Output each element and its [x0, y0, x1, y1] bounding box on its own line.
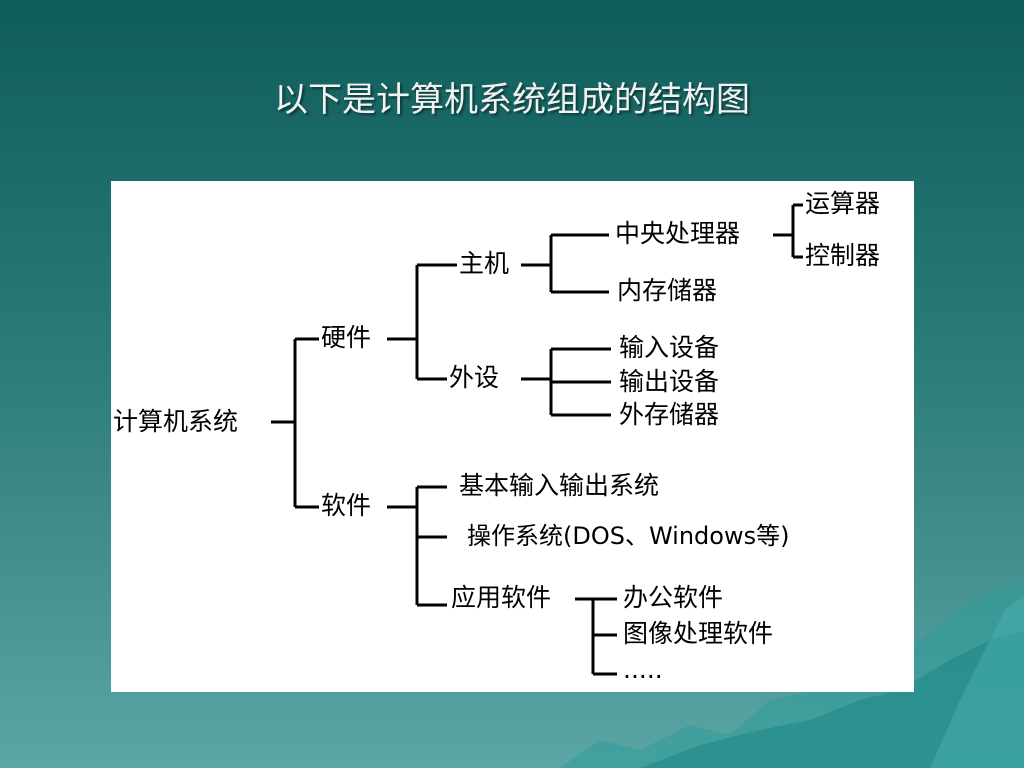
- node-control-unit: 控制器: [805, 241, 881, 271]
- node-hardware: 硬件: [321, 323, 372, 353]
- node-apps: 应用软件: [451, 583, 552, 613]
- node-output-device: 输出设备: [619, 367, 720, 397]
- node-root: 计算机系统: [113, 407, 239, 437]
- node-image-software: 图像处理软件: [623, 619, 774, 649]
- node-bios: 基本输入输出系统: [459, 471, 660, 501]
- node-os: 操作系统(DOS、Windows等): [467, 521, 790, 551]
- node-software: 软件: [321, 491, 372, 521]
- node-cpu: 中央处理器: [615, 219, 741, 249]
- node-peripheral: 外设: [449, 363, 500, 393]
- tree-connectors: [271, 203, 803, 676]
- slide-title: 以下是计算机系统组成的结构图: [274, 80, 750, 120]
- diagram-panel: 计算机系统 硬件 主机 中央处理器 运算器 控制器 内存储器 外设 输入设备 输…: [111, 181, 914, 692]
- node-office-software: 办公软件: [623, 583, 724, 613]
- node-memory: 内存储器: [617, 276, 718, 306]
- node-external-storage: 外存储器: [619, 400, 720, 430]
- node-input-device: 输入设备: [619, 333, 720, 363]
- node-more: .....: [623, 655, 663, 685]
- node-host: 主机: [459, 249, 510, 279]
- node-alu: 运算器: [805, 189, 881, 219]
